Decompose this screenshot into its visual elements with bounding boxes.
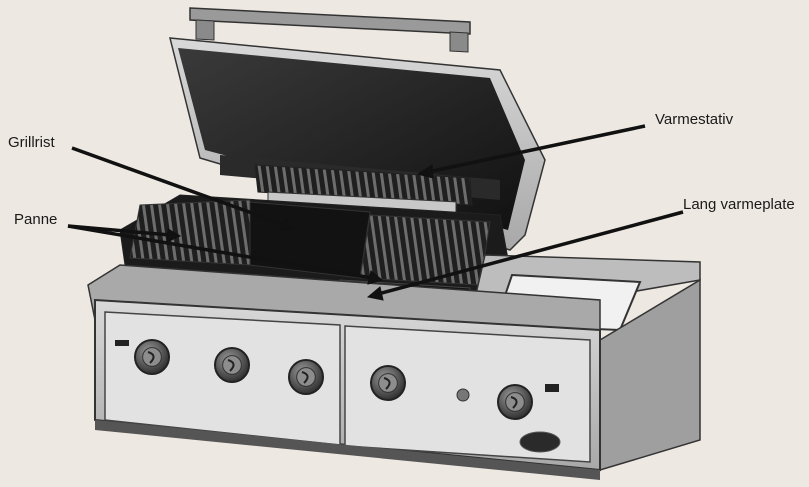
label-grillrist: Grillrist	[8, 134, 55, 151]
ignition-button[interactable]	[457, 389, 469, 401]
label-lang-varmeplate: Lang varmeplate	[683, 196, 795, 213]
brand-badge	[520, 432, 560, 452]
control-knob[interactable]	[215, 348, 249, 382]
control-knob[interactable]	[498, 385, 532, 419]
control-knob[interactable]	[289, 360, 323, 394]
label-varmestativ: Varmestativ	[655, 111, 733, 128]
label-panne: Panne	[14, 211, 57, 228]
control-knob[interactable]	[135, 340, 169, 374]
control-knob[interactable]	[371, 366, 405, 400]
grill-body	[88, 265, 600, 480]
